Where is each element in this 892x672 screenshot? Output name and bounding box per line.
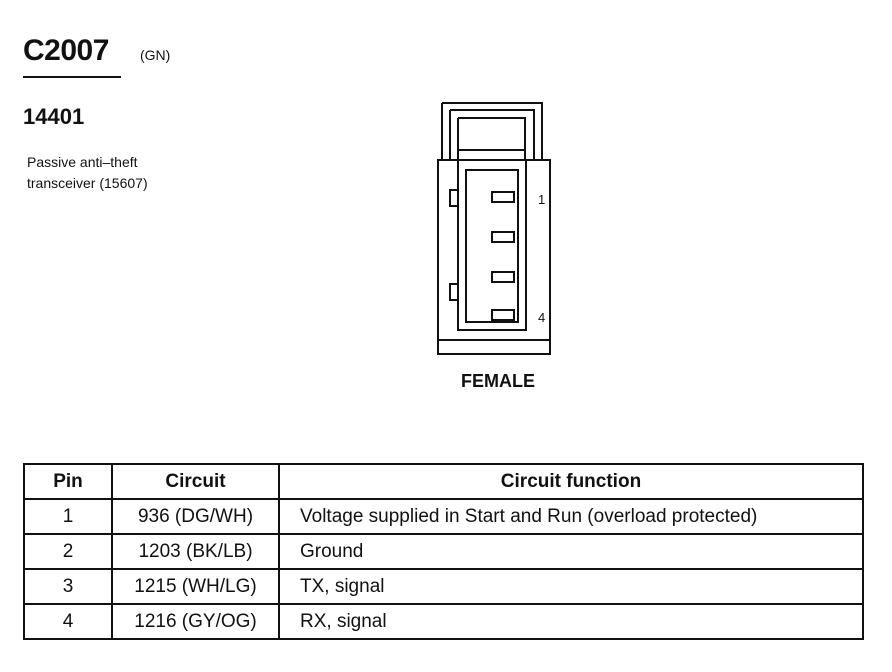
circuit-cell: 1215 (WH/LG) (111, 568, 280, 605)
column-header-circuit: Circuit (111, 463, 280, 500)
connector-side-notch (449, 189, 458, 207)
table-row: 3 1215 (WH/LG) TX, signal (23, 568, 864, 605)
pin-cell: 3 (23, 568, 113, 605)
table-row: 2 1203 (BK/LB) Ground (23, 533, 864, 570)
circuit-function-cell: Voltage supplied in Start and Run (overl… (278, 498, 864, 535)
connector-latch (441, 102, 543, 161)
connector-housing (437, 159, 551, 341)
pin-cell: 1 (23, 498, 113, 535)
connector-housing-base (437, 339, 551, 355)
connector-color: (GN) (140, 47, 171, 63)
pin-terminal (491, 271, 515, 283)
connector-inner-housing (457, 159, 527, 331)
pin-terminal (491, 191, 515, 203)
pin-terminal (491, 231, 515, 243)
component-description-line2: transceiver (15607) (27, 175, 148, 191)
pin-cell: 2 (23, 533, 113, 570)
pin-terminal (491, 309, 515, 321)
circuit-function-cell: Ground (278, 533, 864, 570)
table-row: 1 936 (DG/WH) Voltage supplied in Start … (23, 498, 864, 535)
connector-id: C2007 (23, 34, 109, 67)
pin-table-header-row: Pin Circuit Circuit function (23, 463, 864, 500)
connector-id-underline (23, 76, 121, 78)
pin-label-first: 1 (538, 192, 545, 207)
circuit-function-cell: RX, signal (278, 603, 864, 640)
part-number: 14401 (23, 104, 85, 129)
component-description-line1: Passive anti–theft (27, 154, 138, 170)
pin-table: Pin Circuit Circuit function 1 936 (DG/W… (23, 463, 864, 640)
column-header-circuit-function: Circuit function (278, 463, 864, 500)
circuit-cell: 936 (DG/WH) (111, 498, 280, 535)
circuit-cell: 1203 (BK/LB) (111, 533, 280, 570)
connector-cavity (465, 169, 519, 323)
pin-label-last: 4 (538, 310, 545, 325)
table-row: 4 1216 (GY/OG) RX, signal (23, 603, 864, 640)
connector-face-drawing: 1 4 (437, 102, 551, 355)
connector-side-notch (449, 283, 458, 301)
circuit-cell: 1216 (GY/OG) (111, 603, 280, 640)
connector-gender-label: FEMALE (461, 371, 535, 391)
column-header-pin: Pin (23, 463, 113, 500)
component-description: Passive anti–theft transceiver (15607) (27, 152, 197, 194)
circuit-function-cell: TX, signal (278, 568, 864, 605)
pin-cell: 4 (23, 603, 113, 640)
